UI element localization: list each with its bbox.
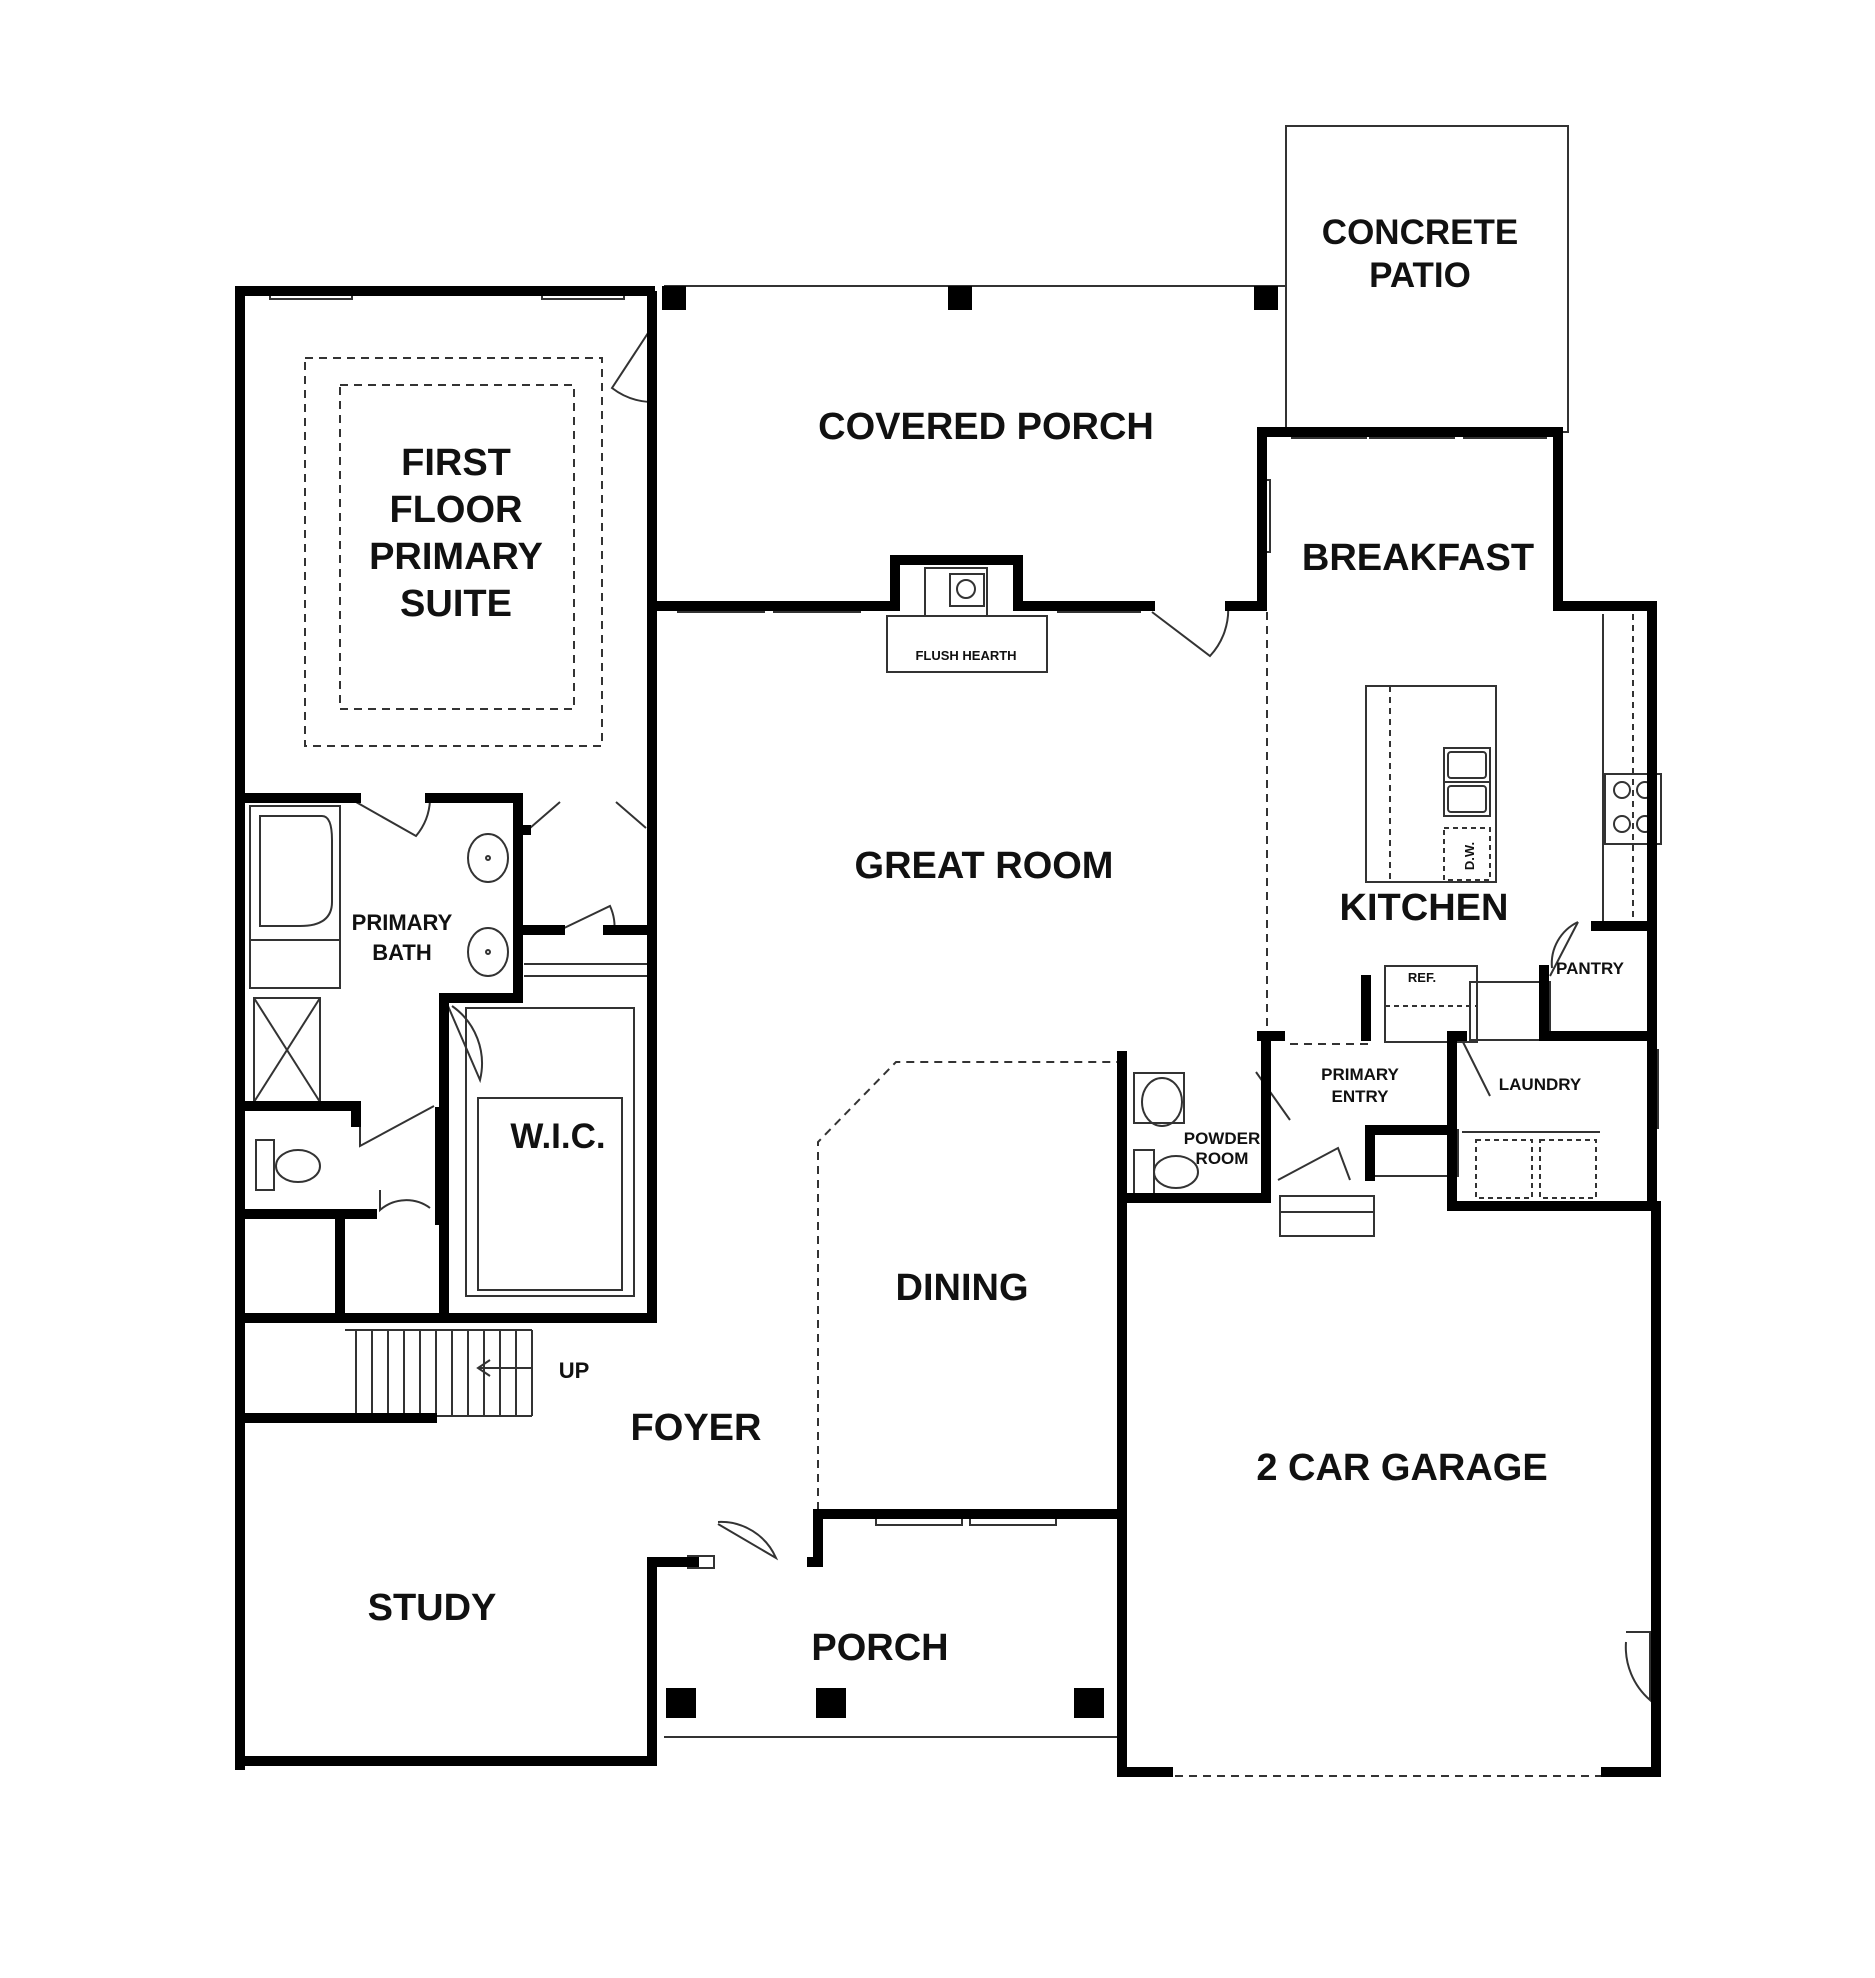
- labels: CONCRETE PATIO COVERED PORCH FIRST FLOOR…: [352, 213, 1625, 1669]
- primary-suite-label-4: SUITE: [400, 583, 512, 625]
- flush-hearth: [886, 615, 1048, 673]
- great-room-label: GREAT ROOM: [855, 845, 1114, 887]
- refrigerator: [1384, 965, 1478, 1043]
- concrete-patio-label-2: PATIO: [1369, 256, 1471, 295]
- kitchen-label: KITCHEN: [1340, 887, 1509, 929]
- covered-porch-label: COVERED PORCH: [818, 406, 1154, 448]
- flush-hearth-label: FLUSH HEARTH: [915, 648, 1016, 663]
- breakfast-label: BREAKFAST: [1302, 537, 1534, 579]
- primary-suite-label-2: FLOOR: [390, 489, 523, 531]
- primary-suite-label-3: PRIMARY: [369, 536, 543, 578]
- primary-suite-label-1: FIRST: [401, 442, 511, 484]
- pantry-label: PANTRY: [1556, 959, 1625, 978]
- study-label: STUDY: [368, 1587, 497, 1629]
- primary-bath-label-1: PRIMARY: [352, 910, 453, 935]
- ref-label: REF.: [1408, 970, 1436, 985]
- powder-room-label-2: ROOM: [1196, 1149, 1249, 1168]
- thin-lines: [235, 125, 1662, 1777]
- primary-entry-label-2: ENTRY: [1332, 1087, 1390, 1106]
- concrete-patio-label-1: CONCRETE: [1322, 213, 1518, 252]
- wic-label: W.I.C.: [510, 1117, 605, 1156]
- dishwasher-label: D.W.: [1462, 842, 1477, 870]
- walls: [235, 286, 1661, 1777]
- foyer-label: FOYER: [631, 1407, 762, 1449]
- primary-entry-label-1: PRIMARY: [1321, 1065, 1399, 1084]
- posts: [662, 286, 1278, 1718]
- garage-label: 2 CAR GARAGE: [1256, 1447, 1547, 1489]
- porch-label: PORCH: [811, 1627, 948, 1669]
- primary-bath-label-2: BATH: [372, 940, 431, 965]
- dining-label: DINING: [896, 1267, 1029, 1309]
- stairs-up-label: UP: [559, 1358, 590, 1383]
- powder-room-label-1: POWDER: [1184, 1129, 1261, 1148]
- kitchen-island: [1365, 685, 1497, 883]
- laundry-label: LAUNDRY: [1499, 1075, 1582, 1094]
